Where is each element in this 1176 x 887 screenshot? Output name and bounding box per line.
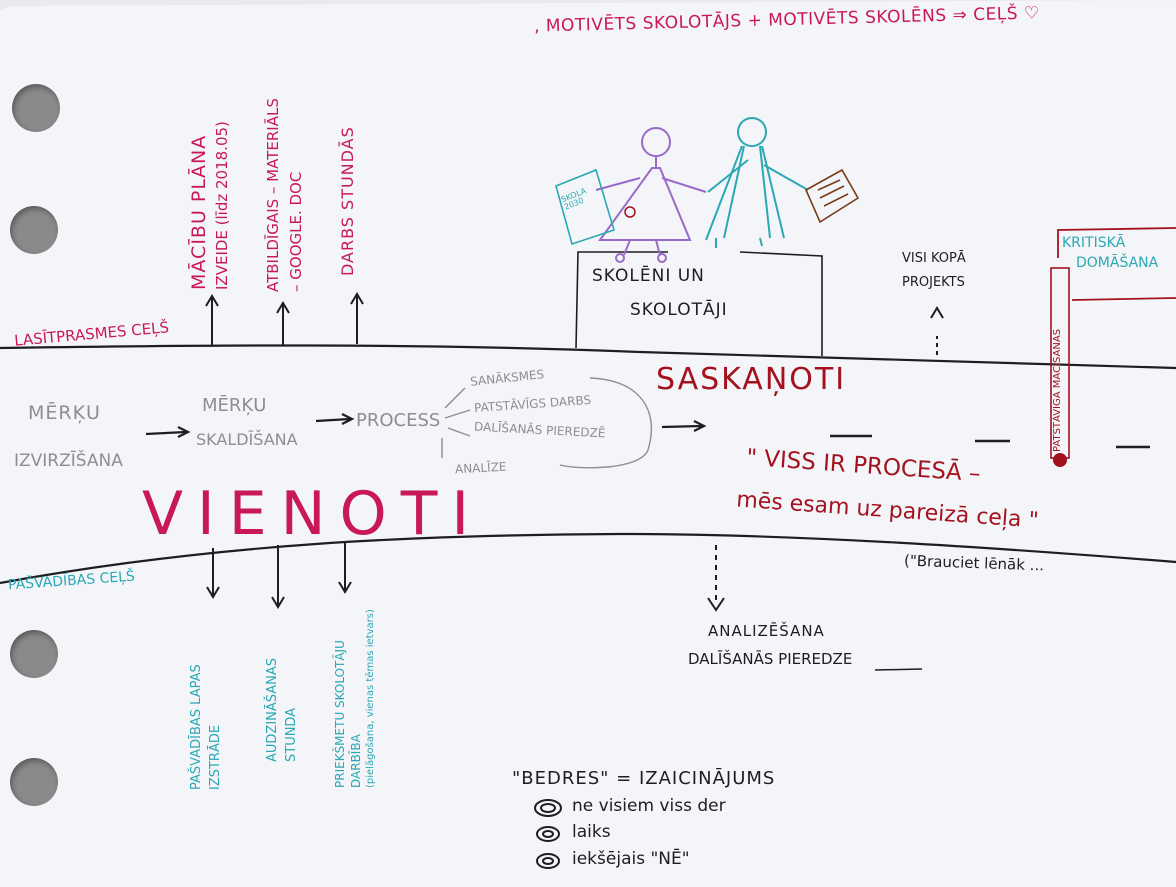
bedres-title: "BEDRES" = IZAICINĀJUMS xyxy=(512,768,776,789)
skoleni-line2: SKOLOTĀJI xyxy=(630,300,728,320)
bedres-item: ne visiem viss der xyxy=(572,796,726,816)
bottom-item-2-line2: STUNDA xyxy=(284,707,299,762)
bottom-item-1: PAŠVADĪBAS LAPAS IZSTRĀDE xyxy=(189,664,223,790)
kritiska-line2: DOMĀŠANA xyxy=(1076,255,1159,271)
top-item-3-line1: DARBS STUNDĀS xyxy=(338,126,357,276)
binder-hole xyxy=(10,630,58,678)
bottom-item-1-line2: IZSTRĀDE xyxy=(208,724,223,790)
bedres-item: iekšējais "NĒ" xyxy=(572,849,690,869)
bottom-item-2: AUDZINĀŠANAS STUNDA xyxy=(265,657,299,762)
branch-arrows xyxy=(441,377,653,469)
top-item-1-line2: IZVEIDE (līdz 2018.05) xyxy=(213,121,231,290)
bottom-item-3: PRIEKŠMETU SKOLOTĀJU DARBĪBA (pielāgošan… xyxy=(333,609,376,788)
process-arrows xyxy=(145,413,707,438)
figure-purple xyxy=(595,127,707,263)
step1-line1: MĒRĶU xyxy=(28,402,101,424)
bottom-item-3-line3: (pielāgošana, vienas tēmas ietvars) xyxy=(365,609,376,788)
binder-hole xyxy=(12,84,60,132)
top-item-2-line2: – GOOGLE. DOC xyxy=(287,171,305,292)
saskanoti-label: SASKAŅOTI xyxy=(656,362,847,397)
top-item-3: DARBS STUNDĀS xyxy=(338,126,357,276)
figure-teal xyxy=(705,117,809,248)
top-arrows xyxy=(205,292,944,355)
skoleni-frame xyxy=(575,251,823,356)
analysis-line1: ANALIZĒŠANA xyxy=(708,622,825,640)
vienoti-label: VIENOTI xyxy=(142,479,484,549)
bottom-item-2-line1: AUDZINĀŠANAS xyxy=(265,657,280,762)
binder-hole xyxy=(10,206,58,254)
top-item-1: MĀCĪBU PLĀNA IZVEIDE (līdz 2018.05) xyxy=(188,121,231,290)
bedres-item: laiks xyxy=(572,822,611,842)
top-item-1-line1: MĀCĪBU PLĀNA xyxy=(188,134,210,290)
visi-kopa-line2: PROJEKTS xyxy=(902,275,965,290)
bottom-item-1-line1: PAŠVADĪBAS LAPAS xyxy=(189,664,204,790)
road-center-dashes xyxy=(830,434,1150,449)
process-label: PROCESS xyxy=(356,410,441,431)
kritiska-sign xyxy=(1057,227,1176,301)
flower-icon xyxy=(624,206,636,218)
kritiska-pole-text: PATSTĀVĪGA MĀCĪŠANĀS xyxy=(1052,328,1063,452)
bottom-road-line xyxy=(0,532,1176,585)
analysis-line2: DALĪŠANĀS PIEREDZE xyxy=(688,650,853,668)
visi-kopa-line1: VISI KOPĀ xyxy=(902,251,966,266)
step2-line1: MĒRĶU xyxy=(202,395,267,416)
top-road-line xyxy=(0,344,1176,370)
skoleni-line1: SKOLĒNI UN xyxy=(592,266,705,286)
top-item-2: ATBILDĪGAIS – MATERIĀLS – GOOGLE. DOC xyxy=(264,98,305,292)
step1-line2: IZVIRZĪŠANA xyxy=(14,451,123,471)
pole-base xyxy=(1053,453,1067,467)
top-item-2-line1: ATBILDĪGAIS – MATERIĀLS xyxy=(264,98,282,292)
bottom-item-3-line1: PRIEKŠMETU SKOLOTĀJU xyxy=(333,640,347,788)
sign-board xyxy=(555,168,615,246)
step2-line2: SKALDĪŠANA xyxy=(196,430,298,449)
branch-4: ANALĪZE xyxy=(454,459,507,477)
bedres-bullets xyxy=(534,799,562,869)
bottom-item-3-line2: DARBĪBA xyxy=(349,734,363,788)
analysis-underline xyxy=(874,668,923,671)
bottom-arrows xyxy=(206,541,725,612)
book-icon xyxy=(804,168,860,224)
binder-hole xyxy=(10,758,58,806)
kritiska-line1: KRITISKĀ xyxy=(1062,235,1126,251)
